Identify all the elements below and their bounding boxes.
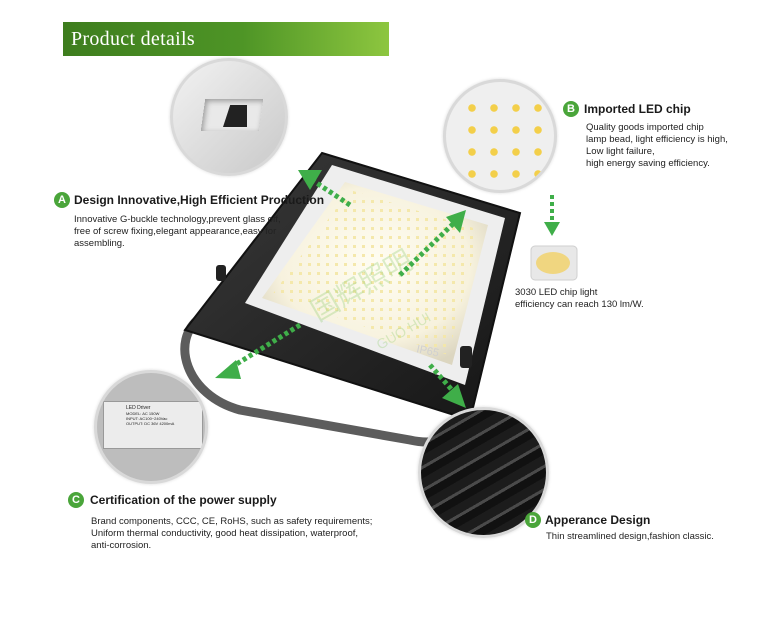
feature-b-title: Imported LED chip — [584, 102, 691, 116]
feature-c-line: Uniform thermal conductivity, good heat … — [91, 528, 359, 539]
led-driver-detail-image: LED Driver MODEL: AC 150W INPUT: AC100~2… — [94, 370, 208, 484]
driver-label-line: LED Driver — [126, 405, 151, 411]
feature-d-description: Thin streamlined design,fashion classic. — [546, 531, 714, 543]
driver-label-line: MODEL: AC 150W — [126, 411, 160, 416]
led-chip-line: 3030 LED chip light — [515, 287, 598, 298]
feature-c-line: Brand components, CCC, CE, RoHS, such as… — [91, 516, 373, 527]
feature-d-badge: D — [525, 512, 541, 528]
feature-a-line: Innovative G-buckle technology,prevent g… — [74, 214, 281, 225]
led-chip-image — [530, 245, 578, 281]
feature-a-line: assembling. — [74, 238, 125, 249]
feature-c-title: Certification of the power supply — [90, 493, 277, 507]
led-chips-detail-image — [443, 79, 557, 193]
g-buckle-detail-image — [170, 58, 288, 176]
ip-rating-label: IP65 — [415, 343, 440, 359]
led-chip-line: efficiency can reach 130 lm/W. — [515, 299, 644, 310]
feature-a-line: free of screw fixing,elegant appearance,… — [74, 226, 277, 237]
feature-c-line: anti-corrosion. — [91, 540, 152, 551]
feature-d-title: Apperance Design — [545, 513, 651, 527]
feature-b-description: Quality goods imported chip lamp bead, l… — [586, 122, 728, 170]
feature-c-badge: C — [68, 492, 84, 508]
feature-b-badge: B — [563, 101, 579, 117]
feature-a-title: Design Innovative,High Efficient Product… — [74, 193, 325, 207]
feature-b-line: high energy saving efficiency. — [586, 158, 710, 169]
section-banner: Product details — [63, 22, 389, 56]
driver-label-line: OUTPUT: DC 36V 4200mA — [126, 421, 175, 426]
feature-a-description: Innovative G-buckle technology,prevent g… — [74, 214, 281, 250]
section-title: Product details — [71, 28, 195, 50]
feature-b-line: lamp bead, light efficiency is high, — [586, 134, 728, 145]
driver-label-line: INPUT: AC100~240Vac — [126, 416, 168, 421]
feature-d-line: Thin streamlined design,fashion classic. — [546, 531, 714, 542]
feature-b-line: Quality goods imported chip — [586, 122, 704, 133]
feature-c-description: Brand components, CCC, CE, RoHS, such as… — [91, 516, 372, 552]
feature-b-line: Low light failure, — [586, 146, 655, 157]
led-chip-caption: 3030 LED chip light efficiency can reach… — [515, 287, 644, 311]
feature-a-badge: A — [54, 192, 70, 208]
